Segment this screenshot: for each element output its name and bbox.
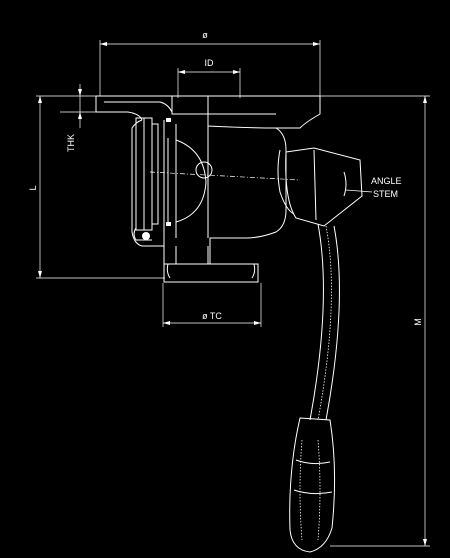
inner-diameter-dimension: ID: [177, 58, 241, 98]
length-dimension: L: [28, 96, 165, 279]
inner-diameter-label: ID: [205, 58, 215, 68]
thickness-label: THK: [66, 134, 76, 152]
valve-handle: [277, 147, 363, 553]
valve-body: [95, 95, 321, 283]
tc-diameter-dimension: ø TC: [162, 283, 262, 327]
length-label: L: [28, 185, 38, 190]
diameter-dimension: ø: [99, 30, 321, 96]
diameter-label: ø: [202, 30, 208, 40]
thickness-dimension: THK: [66, 84, 82, 152]
stem-label: STEM: [373, 189, 398, 199]
angle-stem-annotation: ANGLE STEM: [345, 176, 402, 199]
tc-diameter-label: ø TC: [202, 311, 222, 321]
angle-label: ANGLE: [371, 176, 402, 186]
center-line: [149, 171, 301, 181]
m-dimension: M: [320, 95, 430, 547]
m-label: M: [413, 318, 423, 326]
